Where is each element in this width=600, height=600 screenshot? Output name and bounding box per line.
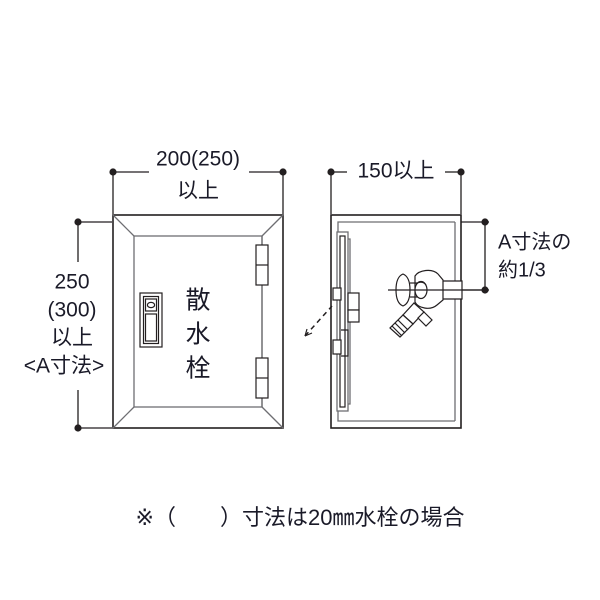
front-view-group: 散 水 栓 (112, 214, 284, 429)
width-dot-right (279, 168, 287, 176)
bevel-bottom-left (112, 406, 135, 429)
faucet-bonnet-detail (415, 281, 427, 286)
depth-dot-left (327, 168, 335, 176)
width-dimension-value: 200(250) (156, 148, 240, 171)
side-depth-dimension: 150以上 (327, 160, 465, 214)
side-door-hardware (332, 287, 360, 357)
side-view-group (304, 214, 484, 429)
hinge-lower (255, 357, 269, 399)
height-dot-top (74, 218, 82, 226)
depth-dot-right (457, 168, 465, 176)
door-swing-indicator (304, 305, 333, 337)
bevel-bottom-right (261, 406, 284, 429)
footnote-caption: ※（ ）寸法は20㎜水栓の場合 (136, 505, 465, 530)
door-swing-arrow (304, 328, 313, 337)
front-panel-label-char-1: 散 (185, 287, 210, 315)
faucet-height-dimension: A寸法の 約1/3 (461, 218, 571, 294)
height-dimension-alt-value: (300) (47, 299, 96, 322)
hinge-upper (255, 244, 269, 286)
faucet-height-note-line1: A寸法の (498, 230, 571, 253)
height-dimension-value: 250 (54, 271, 89, 294)
faucet-height-note-line2: 約1/3 (498, 258, 546, 281)
front-height-dimension: 250 (300) 以上 <A寸法> (24, 218, 112, 432)
nipple-thread-3 (391, 325, 403, 337)
front-panel-label-char-2: 水 (185, 321, 210, 349)
faucet-spout-collar (417, 311, 433, 327)
bevel-top-right (261, 214, 284, 237)
side-door-leaf-inner (339, 235, 346, 408)
faucet-h-dot-top (481, 218, 489, 226)
bevel-top-left (112, 214, 135, 237)
faucet-hose-nipple (389, 314, 414, 338)
front-panel-label-char-3: 栓 (185, 355, 210, 383)
height-dimension-symbol: <A寸法> (24, 355, 105, 378)
lock-plate-icon (139, 292, 163, 348)
faucet-h-dot-bottom (481, 286, 489, 294)
height-dot-bottom (74, 424, 82, 432)
front-width-dimension: 200(250) 以上 (109, 148, 287, 214)
depth-dimension-value: 150以上 (357, 160, 434, 183)
height-dimension-suffix: 以上 (51, 327, 93, 350)
nipple-thread-2 (394, 322, 406, 334)
width-dot-left (109, 168, 117, 176)
nipple-thread-1 (397, 319, 409, 331)
width-dimension-suffix: 以上 (177, 180, 219, 203)
